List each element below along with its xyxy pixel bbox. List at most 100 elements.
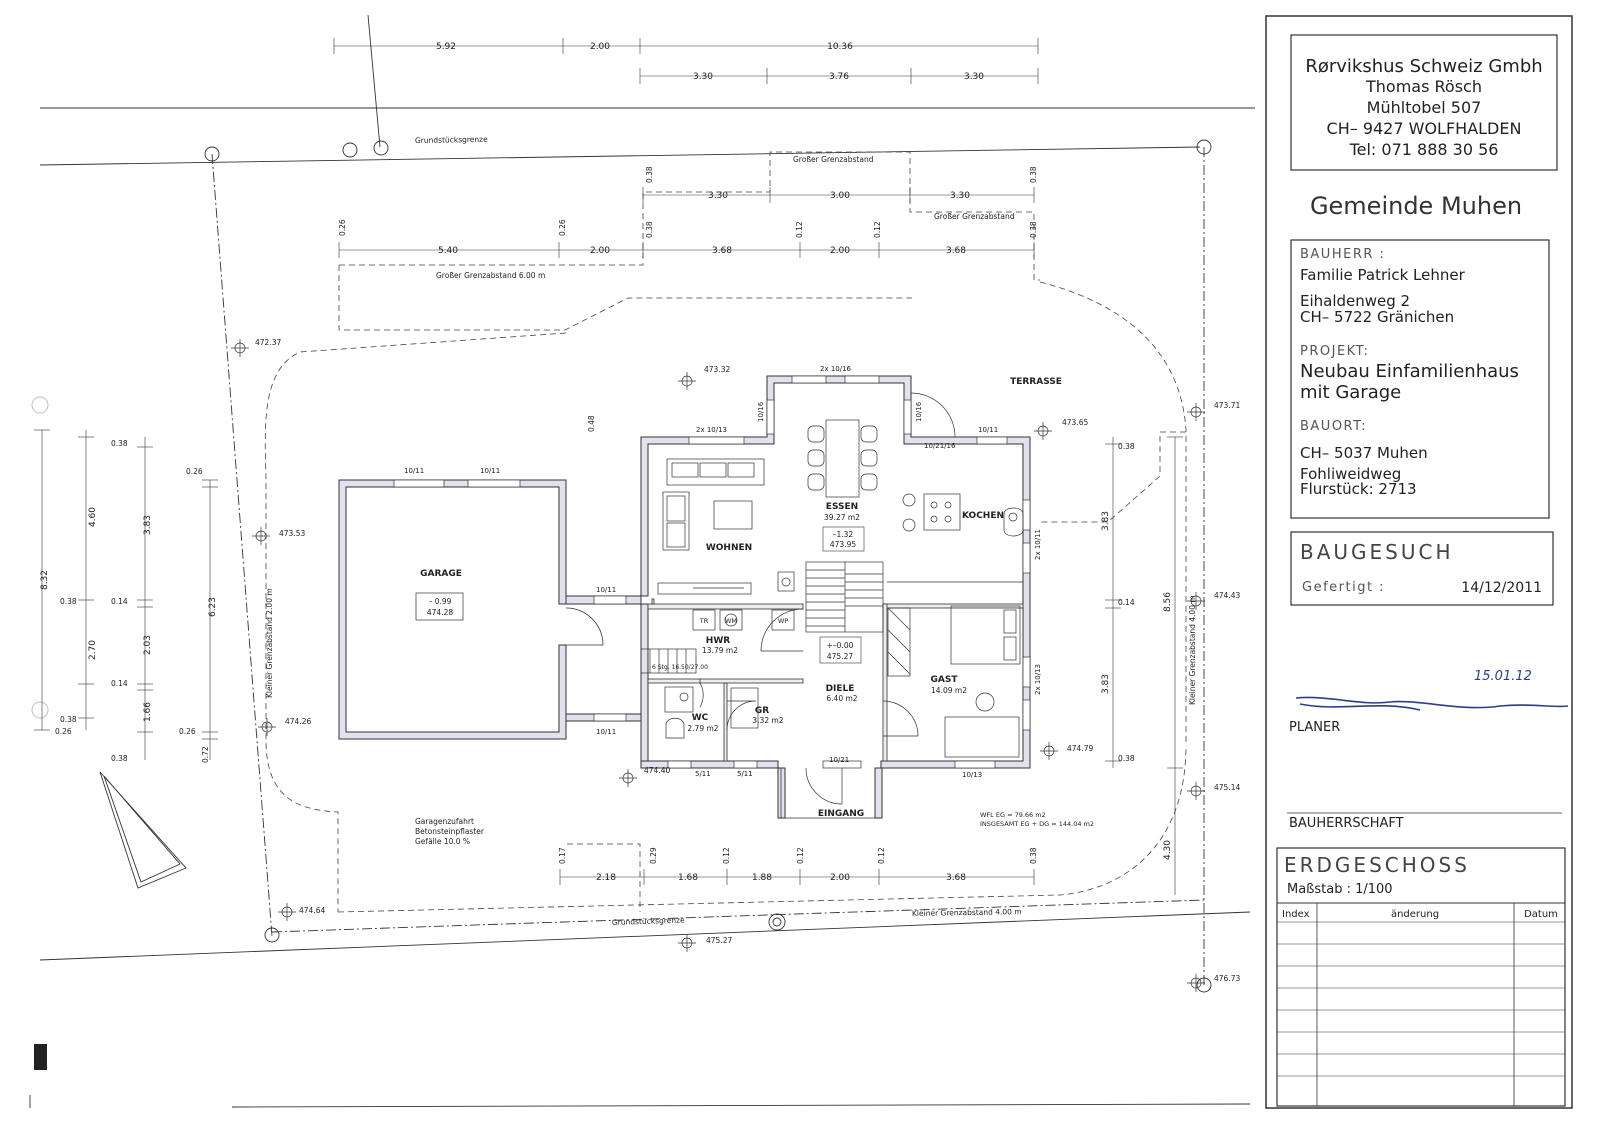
label-kleiner-right: Kleiner Grenzabstand 4.00 m [1188, 595, 1197, 705]
dim-right-a-2: 0.14 [1118, 598, 1135, 607]
dim-mid2-2: 3.68 [712, 246, 732, 256]
dim-left2-1: 6.23 [208, 597, 218, 617]
room-terrasse: TERRASSE [1010, 377, 1062, 387]
room-eingang: EINGANG [818, 809, 864, 819]
rev-header-date: Datum [1524, 909, 1558, 920]
room-essen-area: 39.27 m2 [824, 513, 860, 522]
driveway-line2: Betonsteinpflaster [415, 827, 485, 836]
room-garage: GARAGE [420, 569, 462, 579]
dim-right-a-1: 3.83 [1101, 511, 1111, 531]
dim-left-inner-2: 1.66 [143, 702, 153, 722]
label-kleiner-bottom: Kleiner Grenzabstand 4.00 m [912, 907, 1022, 918]
room-essen-level-box [822, 526, 865, 552]
room-hwr: HWR [706, 636, 730, 646]
label-grosser-grenz-1: Großer Grenzabstand [793, 155, 874, 164]
dim-left-outer-1: 8.32 [40, 570, 50, 590]
appliance-tr: TR [699, 617, 709, 625]
floor-scale: Maßstab : 1/100 [1287, 882, 1393, 897]
room-diele: DIELE [826, 684, 855, 694]
room-gr-area: 3.32 m2 [752, 716, 783, 725]
appliance-wp: WP [778, 617, 788, 625]
application-date: 14/12/2011 [1461, 580, 1542, 596]
dim-mid1-0: 3.30 [708, 191, 728, 201]
garage-door-swing [565, 607, 604, 646]
label-grundstuck-top: Grundstücksgrenze [415, 135, 488, 145]
room-wc: WC [692, 713, 709, 723]
client-label: BAUHERRSCHAFT [1289, 816, 1404, 831]
dimension-lines [34, 38, 1183, 895]
label-grosser-grenz-6: Großer Grenzabstand 6.00 m [436, 271, 545, 280]
signature-date: 15.01.12 [1474, 669, 1532, 684]
dim-left-small-5: 0.26 [55, 727, 72, 736]
dim-bottom-2: 1.88 [752, 873, 772, 883]
dim-bottom-3: 2.00 [830, 873, 850, 883]
rev-header-change: änderung [1391, 909, 1439, 920]
win-label-2: 10/11 [480, 467, 500, 475]
room-labels: GARAGE – 0.99 474.28 ESSEN 39.27 m2 –1.3… [415, 377, 1094, 846]
dim-left-small-1: 0.38 [60, 597, 77, 606]
dim-right-a-3: 3.83 [1101, 674, 1111, 694]
dim-small-026a: 0.26 [338, 219, 347, 236]
garage-level-box [415, 592, 464, 621]
label-kleiner-left: Kleiner Grenzabstand 2.00 m [265, 588, 274, 698]
dim-left2-0: 0.26 [186, 467, 203, 476]
scan-tag [34, 1044, 47, 1070]
stair-note: 6 Stg. 16.50/27.00 [652, 664, 708, 671]
planner-label: PLANER [1289, 720, 1340, 735]
owner-street: Eihaldenweg 2 [1300, 292, 1410, 310]
win-label-9: 10/21/16 [924, 442, 956, 450]
label-grosser-grenz-2: Großer Grenzabstand [934, 212, 1015, 221]
company-phone: Tel: 071 888 30 56 [1349, 140, 1499, 159]
dim-left-outer-2: 2.70 [88, 640, 98, 660]
dim-small-012a: 0.12 [795, 221, 804, 238]
project-line2: mit Garage [1300, 382, 1401, 403]
elev-47527: 475.27 [706, 936, 732, 945]
dim-left-small-4: 0.38 [60, 715, 77, 724]
door-swings [699, 392, 956, 805]
house-walls [565, 375, 1031, 819]
dim-mid1-2: 3.30 [950, 191, 970, 201]
elev-47332: 473.32 [704, 365, 730, 374]
room-diele-level-box [819, 636, 862, 664]
elev-47353: 473.53 [279, 529, 305, 538]
rev-header-index: Index [1282, 909, 1310, 920]
elev-47237: 472.37 [255, 338, 281, 347]
label-grundstuck-bottom: Grundstücksgrenze [612, 915, 685, 927]
win-label-10: 10/11 [978, 426, 998, 434]
title-block [1265, 15, 1573, 1109]
room-essen-level: –1.32 [833, 530, 854, 539]
owner-city: CH– 5722 Gränichen [1300, 308, 1454, 326]
dim-bottom-small-2: 0.12 [722, 847, 731, 864]
room-garage-level: – 0.99 [429, 597, 452, 606]
win-label-13: 10/13 [962, 771, 982, 779]
site-city: CH– 5037 Muhen [1300, 444, 1428, 462]
elev-47464: 474.64 [299, 906, 325, 915]
application-made-label: Gefertigt : [1302, 580, 1385, 595]
company-city: CH– 9427 WOLFHALDEN [1327, 119, 1522, 138]
win-label-4: 10/11 [596, 728, 616, 736]
dim-left-small-6: 0.38 [111, 754, 128, 763]
dim-left2-2: 0.26 [179, 727, 196, 736]
dim-bottom-0: 2.18 [596, 873, 616, 883]
room-hwr-area: 13.79 m2 [702, 646, 738, 655]
win-label-7: 10/16 [757, 401, 765, 422]
elev-47443: 474.43 [1214, 591, 1240, 600]
driveway-line1: Garagenzufahrt [415, 817, 474, 826]
room-diele-area: 6.40 m2 [826, 694, 857, 703]
staircase [640, 561, 884, 674]
elev-47371: 473.71 [1214, 401, 1240, 410]
dim-bottom-small-5: 0.38 [1029, 847, 1038, 864]
project-line1: Neubau Einfamilienhaus [1300, 361, 1519, 382]
area-note-line2: INSGESAMT EG + DG = 144.04 m2 [980, 820, 1094, 828]
win-label-8: 10/16 [915, 401, 923, 422]
site-street: Fohliweidweg [1300, 465, 1401, 483]
dim-bottom-1: 1.68 [678, 873, 698, 883]
win-label-16: 5/11 [737, 770, 753, 778]
company-street: Mühltobel 507 [1367, 98, 1482, 117]
dim-left-outer-0: 4.60 [88, 507, 98, 527]
win-label-3: 10/11 [596, 586, 616, 594]
dim-small-038c: 0.38 [645, 221, 654, 238]
dim-bottom-4: 3.68 [946, 873, 966, 883]
elev-47365: 473.65 [1062, 418, 1088, 427]
